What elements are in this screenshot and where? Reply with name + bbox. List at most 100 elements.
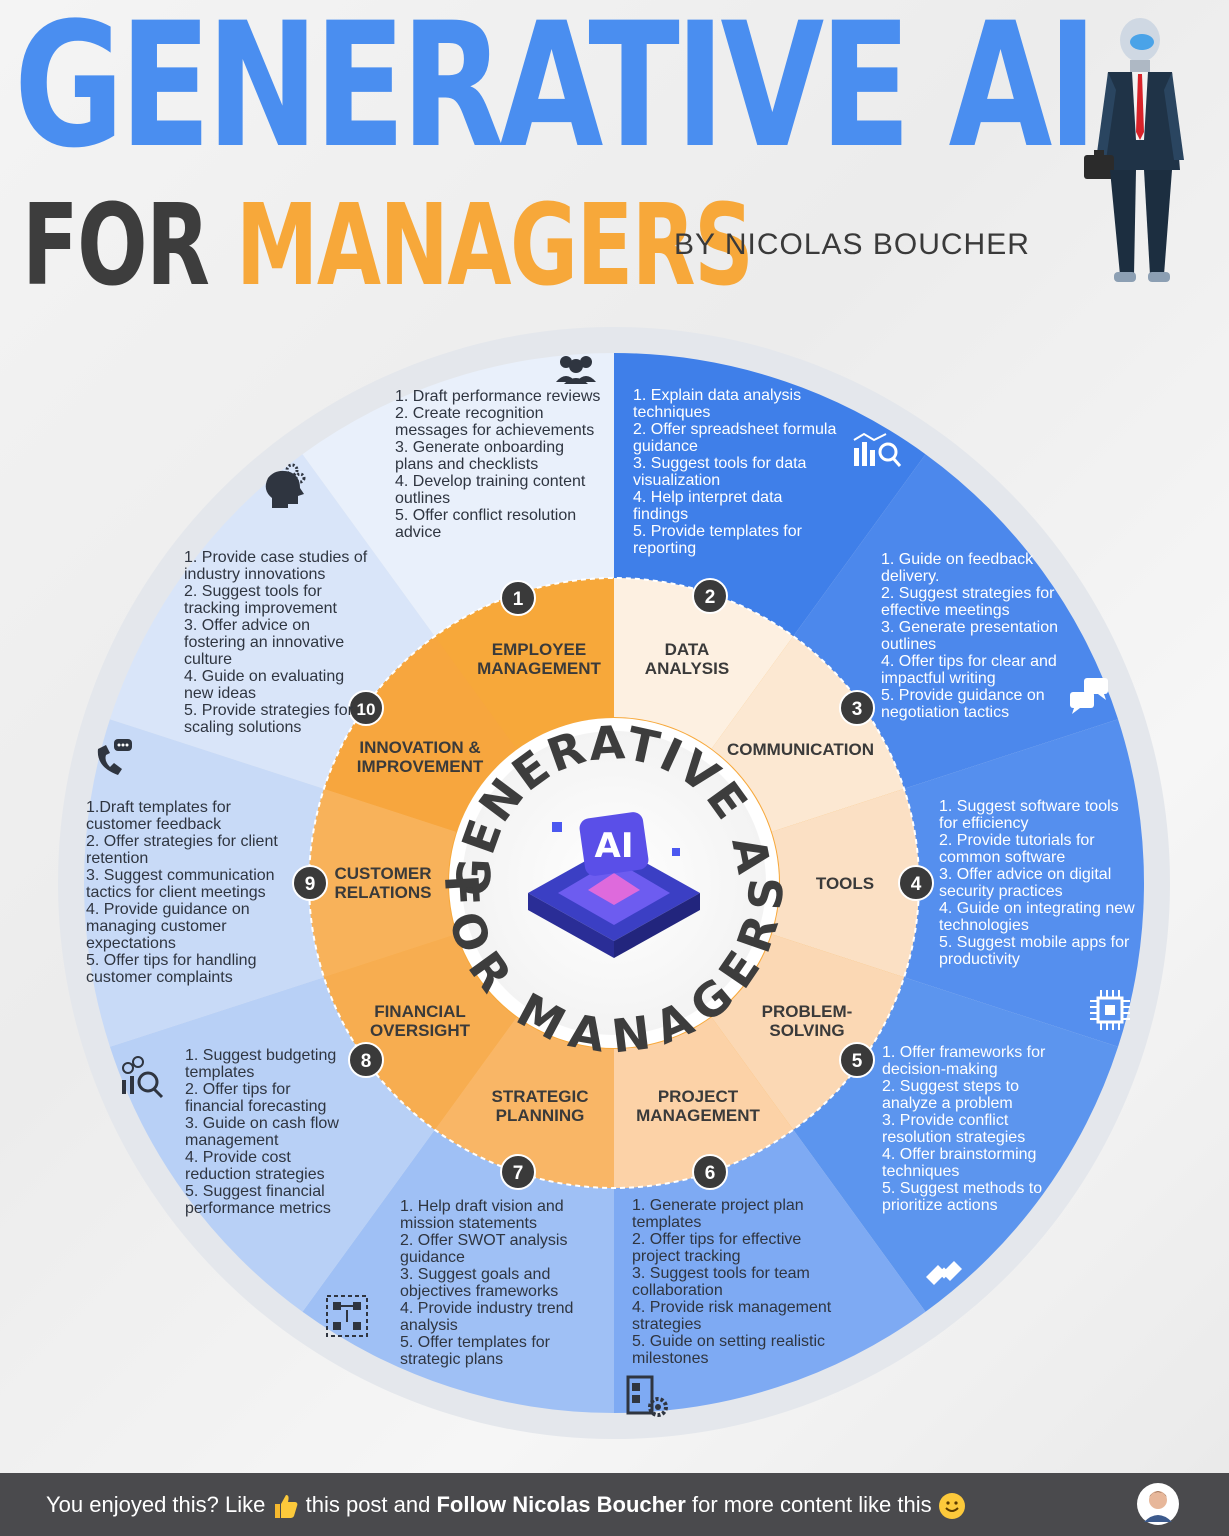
outer-sector-4 [902,719,1145,1047]
number-badge-4: 4 [898,865,934,901]
segment-list-item: 4. Help interpret data findings [633,489,783,523]
segment-list-item: 5. Provide templates for reporting [633,523,802,557]
segment-list-item: 1. Generate project plan templates [632,1197,804,1231]
badge-number: 2 [705,587,716,608]
footer-text-3: for more content like this [691,1492,932,1517]
segment-list-item: 2. Offer strategies for client retention [86,833,278,867]
title-managers: MANAGERS [235,181,754,311]
segment-list-item: 1. Suggest budgeting templates [185,1047,337,1081]
number-badge-10: 10 [348,690,384,726]
segment-list-item: 3. Offer advice on fostering an innovati… [184,617,345,668]
segment-list-item: 5. Provide guidance on negotiation tacti… [881,687,1045,721]
segment-list-item: 2. Create recognition messages for achie… [395,405,595,439]
inner-sector-10 [323,636,517,832]
segment-list-item: 3. Suggest goals and objectives framewor… [400,1266,559,1300]
badge-number: 6 [705,1163,716,1184]
badge-number: 7 [513,1163,524,1184]
outer-sector-7 [302,1128,614,1413]
segment-list-item: 2. Offer tips for financial forecasting [185,1081,327,1115]
inner-sector-6 [614,1017,794,1188]
segment-list-item: 4. Develop training content outlines [395,473,586,507]
number-badge-2: 2 [692,578,728,614]
badge-number: 8 [361,1051,372,1072]
segment-list-item: 1. Help draft vision and mission stateme… [400,1198,564,1232]
segment-list-item: 4. Provide industry trend analysis [400,1300,574,1334]
number-badge-7: 7 [500,1154,536,1190]
number-badge-3: 3 [839,690,875,726]
number-badge-9: 9 [292,865,328,901]
outer-sector-6 [614,1128,926,1413]
segment-list-item: 1. Provide case studies of industry inno… [184,549,368,583]
badge-number: 3 [852,699,863,720]
footer-follow-link[interactable]: Follow Nicolas Boucher [436,1492,686,1517]
segment-list-item: 5. Suggest financial performance metrics [185,1183,331,1217]
inner-sector-1 [434,578,614,749]
inner-sector-8 [323,934,517,1130]
number-badge-1: 1 [500,580,536,616]
segment-list-item: 3. Generate onboarding plans and checkli… [395,439,565,473]
segment-list-10: 1. Provide case studies of industry inno… [184,549,369,736]
footer-banner: You enjoyed this? Like this post and Fol… [0,1473,1229,1536]
segment-list-item: 2. Suggest strategies for effective meet… [881,585,1055,619]
segment-list-item: 2. Suggest steps to analyze a problem [882,1078,1019,1112]
title-for-managers: FOR MANAGERS [22,190,754,302]
outer-sector-9 [83,719,326,1047]
segment-list-item: 3. Offer advice on digital security prac… [939,866,1112,900]
thumbs-up-icon [275,1495,298,1519]
generative-ai-wheel: GENERATIVE AI FOR MANAGERS AI 1234567891… [0,0,1170,1439]
outer-sector-1 [302,353,614,638]
title-generative-ai: GENERATIVE AI [14,0,1098,186]
segment-list-item: 3. Generate presentation outlines [881,619,1059,653]
segment-list-item: 4. Provide risk management strategies [632,1299,832,1333]
robot-businessman-illustration [1084,18,1184,282]
number-badge-5: 5 [839,1042,875,1078]
inner-sector-2 [614,578,794,749]
category-label-4: TOOLS [815,874,875,893]
segment-list-item: 5. Suggest methods to prioritize actions [882,1180,1043,1214]
footer-text-2: this post and [305,1492,431,1517]
category-label-10: INNOVATION &IMPROVEMENT [356,738,484,776]
segment-list-item: 2. Offer tips for effective project trac… [632,1231,802,1265]
chip-label: AI [595,826,634,866]
segment-list-item: 5. Guide on setting realistic milestones [632,1333,825,1367]
segment-list-item: 5. Offer tips for handling customer comp… [86,952,257,986]
author-avatar[interactable] [1136,1482,1180,1526]
badge-number: 10 [357,700,376,719]
segment-list-item: 1. Explain data analysis techniques [633,387,802,421]
segment-list-item: 2. Suggest tools for tracking improvemen… [184,583,337,617]
badge-number: 1 [513,589,524,610]
segment-list-item: 3. Provide conflict resolution strategie… [882,1112,1026,1146]
segment-list-item: 2. Provide tutorials for common software [939,832,1095,866]
segment-list-item: 4. Provide cost reduction strategies [185,1149,325,1183]
inner-sector-7 [434,1017,614,1188]
badge-number: 4 [911,874,922,895]
badge-number: 5 [852,1051,863,1072]
category-label-3: COMMUNICATION [727,740,874,759]
segment-list-item: 3. Suggest communication tactics for cli… [86,867,275,901]
smiley-icon [938,1493,965,1520]
title-for: FOR [22,181,210,311]
segment-list-item: 3. Guide on cash flow management [185,1115,339,1149]
segment-list-item: 5. Suggest mobile apps for productivity [939,934,1130,968]
category-label-5: PROBLEM-SOLVING [761,1002,853,1040]
outer-sectors [83,353,1145,1413]
inner-sectors [309,578,920,1188]
segment-list-item: 2. Offer SWOT analysis guidance [400,1232,568,1266]
segment-list-item: 2. Offer spreadsheet formula guidance [633,421,837,455]
segment-list-item: 4. Guide on integrating new technologies [939,900,1135,934]
segment-list-item: 4. Provide guidance on managing customer… [86,901,250,952]
byline: BY NICOLAS BOUCHER [674,228,1030,261]
segment-list-item: 4. Offer brainstorming techniques [882,1146,1037,1180]
inner-sector-9 [309,788,457,978]
segment-list-item: 4. Guide on evaluating new ideas [184,668,345,702]
number-badges: 1 2 3 4 5 6 7 8 9 10 [292,578,934,1190]
